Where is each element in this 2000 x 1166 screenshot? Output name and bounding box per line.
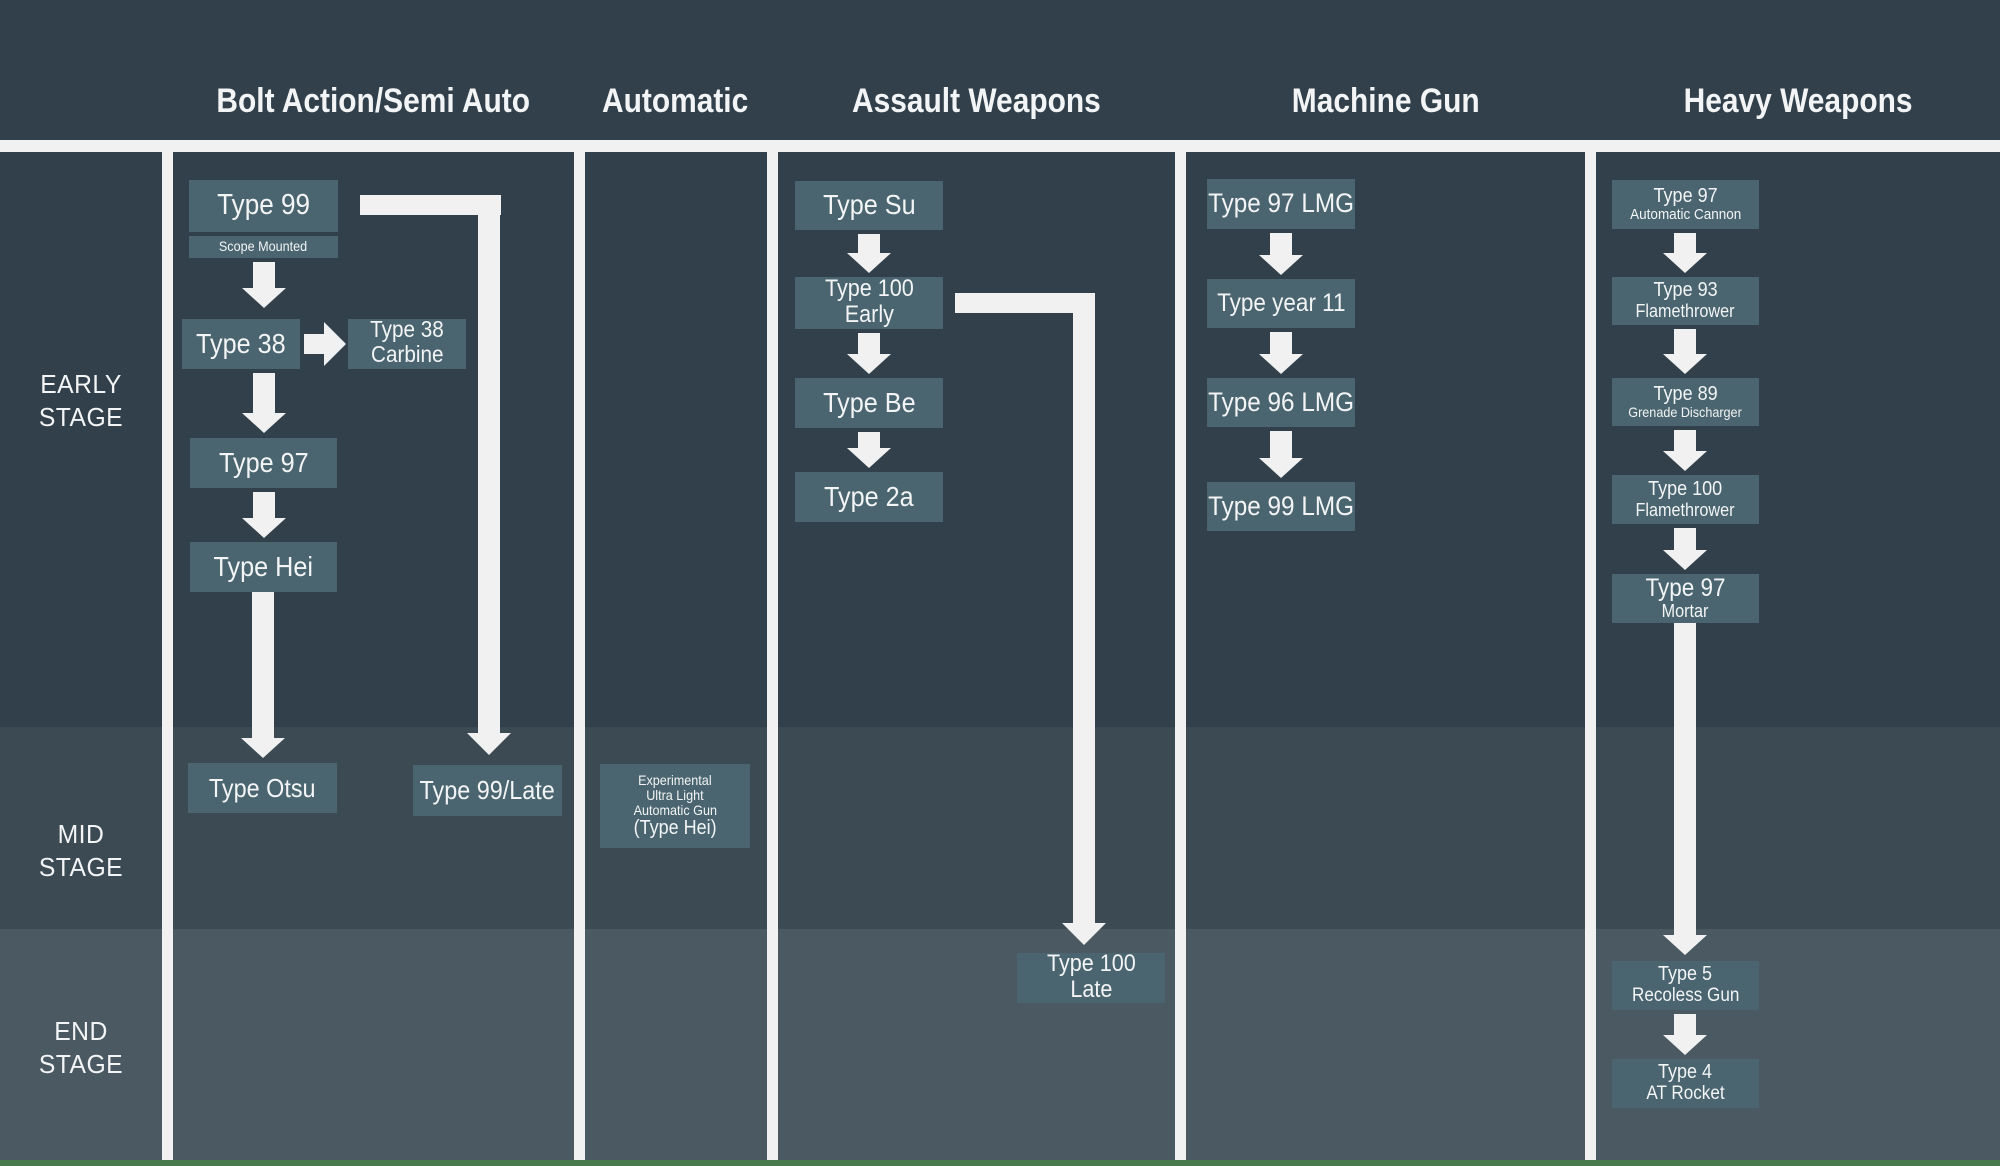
down-arrow-icon xyxy=(1663,1014,1707,1055)
right-arrow-icon xyxy=(304,322,346,366)
footer-green-strip xyxy=(0,1160,2000,1166)
down-arrow-icon xyxy=(1259,431,1303,478)
elbow-connector-type99 xyxy=(478,195,500,733)
node-type-96-lmg: Type 96 LMG xyxy=(1207,378,1355,427)
node-scope-mounted: Scope Mounted xyxy=(189,236,338,258)
column-header-assault-weapons: Assault Weapons xyxy=(852,82,1101,120)
down-arrow-icon xyxy=(1663,233,1707,273)
column-header-heavy-weapons: Heavy Weapons xyxy=(1683,82,1913,120)
header-divider-line xyxy=(0,140,2000,152)
stage-label-end: END STAGE xyxy=(38,1016,124,1079)
node-type-99-late: Type 99/Late xyxy=(413,765,562,816)
node-type-97-lmg: Type 97 LMG xyxy=(1207,179,1355,229)
column-header-machine-gun: Machine Gun xyxy=(1291,82,1480,120)
column-separator xyxy=(574,152,585,1160)
node-type-97-automatic-cannon: Type 97 Automatic Cannon xyxy=(1612,180,1759,229)
down-arrow-icon xyxy=(1663,528,1707,570)
long-down-arrow-icon xyxy=(241,592,285,758)
node-type-100-flamethrower: Type 100 Flamethrower xyxy=(1612,475,1759,524)
node-type-otsu: Type Otsu xyxy=(188,763,337,813)
node-type-su: Type Su xyxy=(795,181,943,230)
node-type-38: Type 38 xyxy=(182,319,300,369)
node-type-year-11: Type year 11 xyxy=(1207,279,1355,328)
node-type-99: Type 99 xyxy=(189,180,338,232)
node-type-99-lmg: Type 99 LMG xyxy=(1207,482,1355,531)
node-type-hei: Type Hei xyxy=(190,542,337,592)
arrow-head-to-type99-late xyxy=(467,733,511,755)
node-type-4-at-rocket: Type 4 AT Rocket xyxy=(1612,1059,1759,1108)
column-separator xyxy=(1585,152,1596,1160)
node-type-5-recoless-gun: Type 5 Recoless Gun xyxy=(1612,961,1759,1010)
stage-label-early: EARLY STAGE xyxy=(38,369,124,432)
down-arrow-icon xyxy=(242,492,286,538)
down-arrow-icon xyxy=(242,262,286,308)
elbow-connector-type100 xyxy=(955,293,1095,313)
column-separator xyxy=(1175,152,1186,1160)
down-arrow-icon xyxy=(1663,430,1707,471)
node-type-89-grenade-discharger: Type 89 Grenade Discharger xyxy=(1612,378,1759,426)
node-type-100-early: Type 100 Early xyxy=(795,277,943,329)
down-arrow-icon xyxy=(847,432,891,468)
node-type-97-mortar: Type 97 Mortar xyxy=(1612,574,1759,623)
node-experimental-ultra-light-automatic-gun: Experimental Ultra Light Automatic Gun (… xyxy=(600,764,750,848)
node-type-97: Type 97 xyxy=(190,438,337,488)
down-arrow-icon xyxy=(1259,233,1303,275)
mid-stage-band xyxy=(0,727,2000,929)
arrow-head-to-type100-late xyxy=(1062,923,1106,945)
down-arrow-icon xyxy=(1259,332,1303,374)
down-arrow-icon xyxy=(242,373,286,433)
node-type-be: Type Be xyxy=(795,378,943,428)
node-type-93-flamethrower: Type 93 Flamethrower xyxy=(1612,277,1759,325)
column-header-bolt-action: Bolt Action/Semi Auto xyxy=(216,82,531,120)
column-separator xyxy=(162,152,173,1160)
node-type-100-late: Type 100 Late xyxy=(1017,953,1165,1003)
stage-label-mid: MID STAGE xyxy=(38,819,124,882)
column-header-automatic: Automatic xyxy=(601,82,749,120)
long-down-arrow-icon xyxy=(1663,623,1707,955)
down-arrow-icon xyxy=(847,333,891,374)
down-arrow-icon xyxy=(847,234,891,273)
elbow-connector-type100 xyxy=(1073,293,1095,923)
node-type-38-carbine: Type 38 Carbine xyxy=(348,319,466,369)
elbow-connector-type99 xyxy=(360,195,501,215)
node-type-2a: Type 2a xyxy=(795,472,943,522)
down-arrow-icon xyxy=(1663,329,1707,374)
column-separator xyxy=(767,152,778,1160)
